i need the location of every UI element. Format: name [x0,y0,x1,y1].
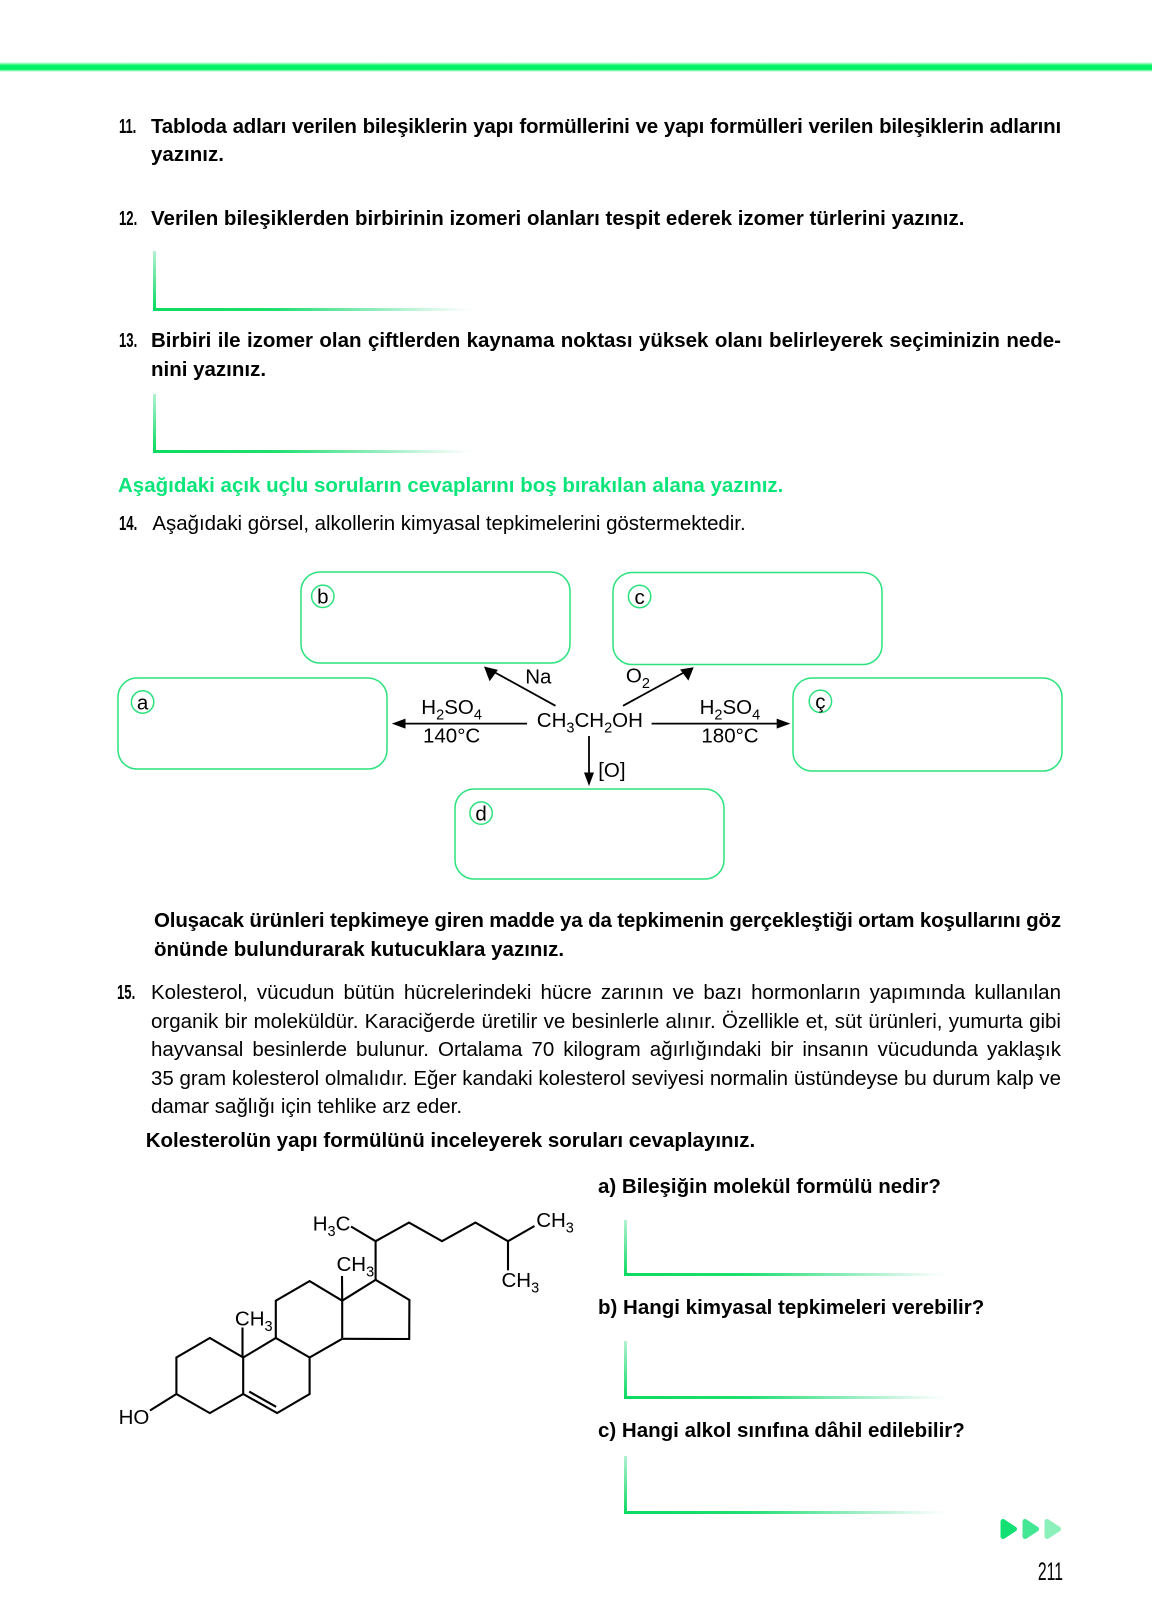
svg-text:CH3CH2OH: CH3CH2OH [537,709,643,737]
svg-text:180°C: 180°C [701,725,758,748]
svg-text:140°C: 140°C [423,725,480,748]
svg-text:O2: O2 [626,665,650,693]
svg-text:CH3: CH3 [536,1209,574,1237]
svg-text:Na: Na [525,665,552,688]
svg-text:H2SO4: H2SO4 [700,696,761,724]
svg-text:CH3: CH3 [235,1308,273,1336]
svg-text:c: c [634,586,644,609]
svg-text:H3C: H3C [313,1213,351,1241]
svg-text:CH3: CH3 [502,1269,540,1297]
svg-text:ç: ç [815,691,825,714]
svg-text:H2SO4: H2SO4 [421,696,482,724]
svg-text:HO: HO [119,1406,150,1429]
svg-text:[O]: [O] [598,759,625,782]
svg-text:b: b [317,586,328,609]
svg-text:a: a [137,691,149,714]
svg-text:d: d [475,802,486,825]
